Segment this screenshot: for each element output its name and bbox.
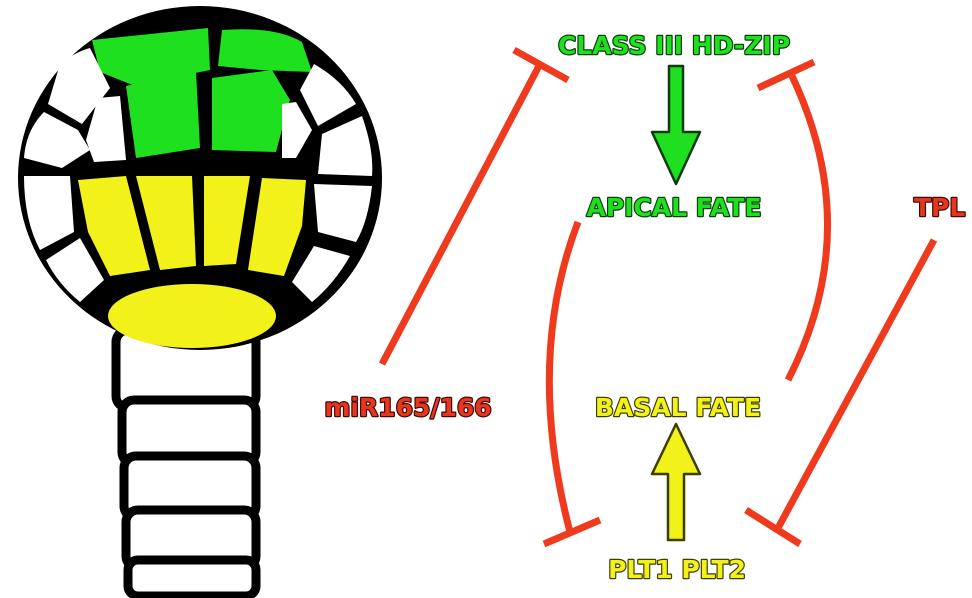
basal-represses-class3 xyxy=(758,62,828,380)
suspensor-cell xyxy=(128,560,256,596)
hypophysis-cell xyxy=(108,284,276,348)
embryo-suspensor xyxy=(116,330,256,596)
apical-cell xyxy=(126,72,200,158)
class3-activates-apical-arrow xyxy=(652,66,700,184)
plt-label: PLT1 PLT2 xyxy=(608,555,746,584)
apical-cell xyxy=(212,70,290,152)
tpl-represses-plt xyxy=(746,240,934,544)
apical-represses-plt xyxy=(544,222,600,544)
apical-fate-label: APICAL FATE xyxy=(586,193,761,222)
mir-represses-class3 xyxy=(382,50,568,364)
basal-fate-label: BASAL FATE xyxy=(595,393,761,422)
plt-activates-basal-arrow xyxy=(652,424,700,540)
embryo-illustration xyxy=(18,6,382,596)
class3-hdzip-label: CLASS III HD-ZIP xyxy=(558,31,790,60)
mir165-166-label: miR165/166 xyxy=(324,393,491,422)
tpl-label: TPL xyxy=(914,193,965,222)
